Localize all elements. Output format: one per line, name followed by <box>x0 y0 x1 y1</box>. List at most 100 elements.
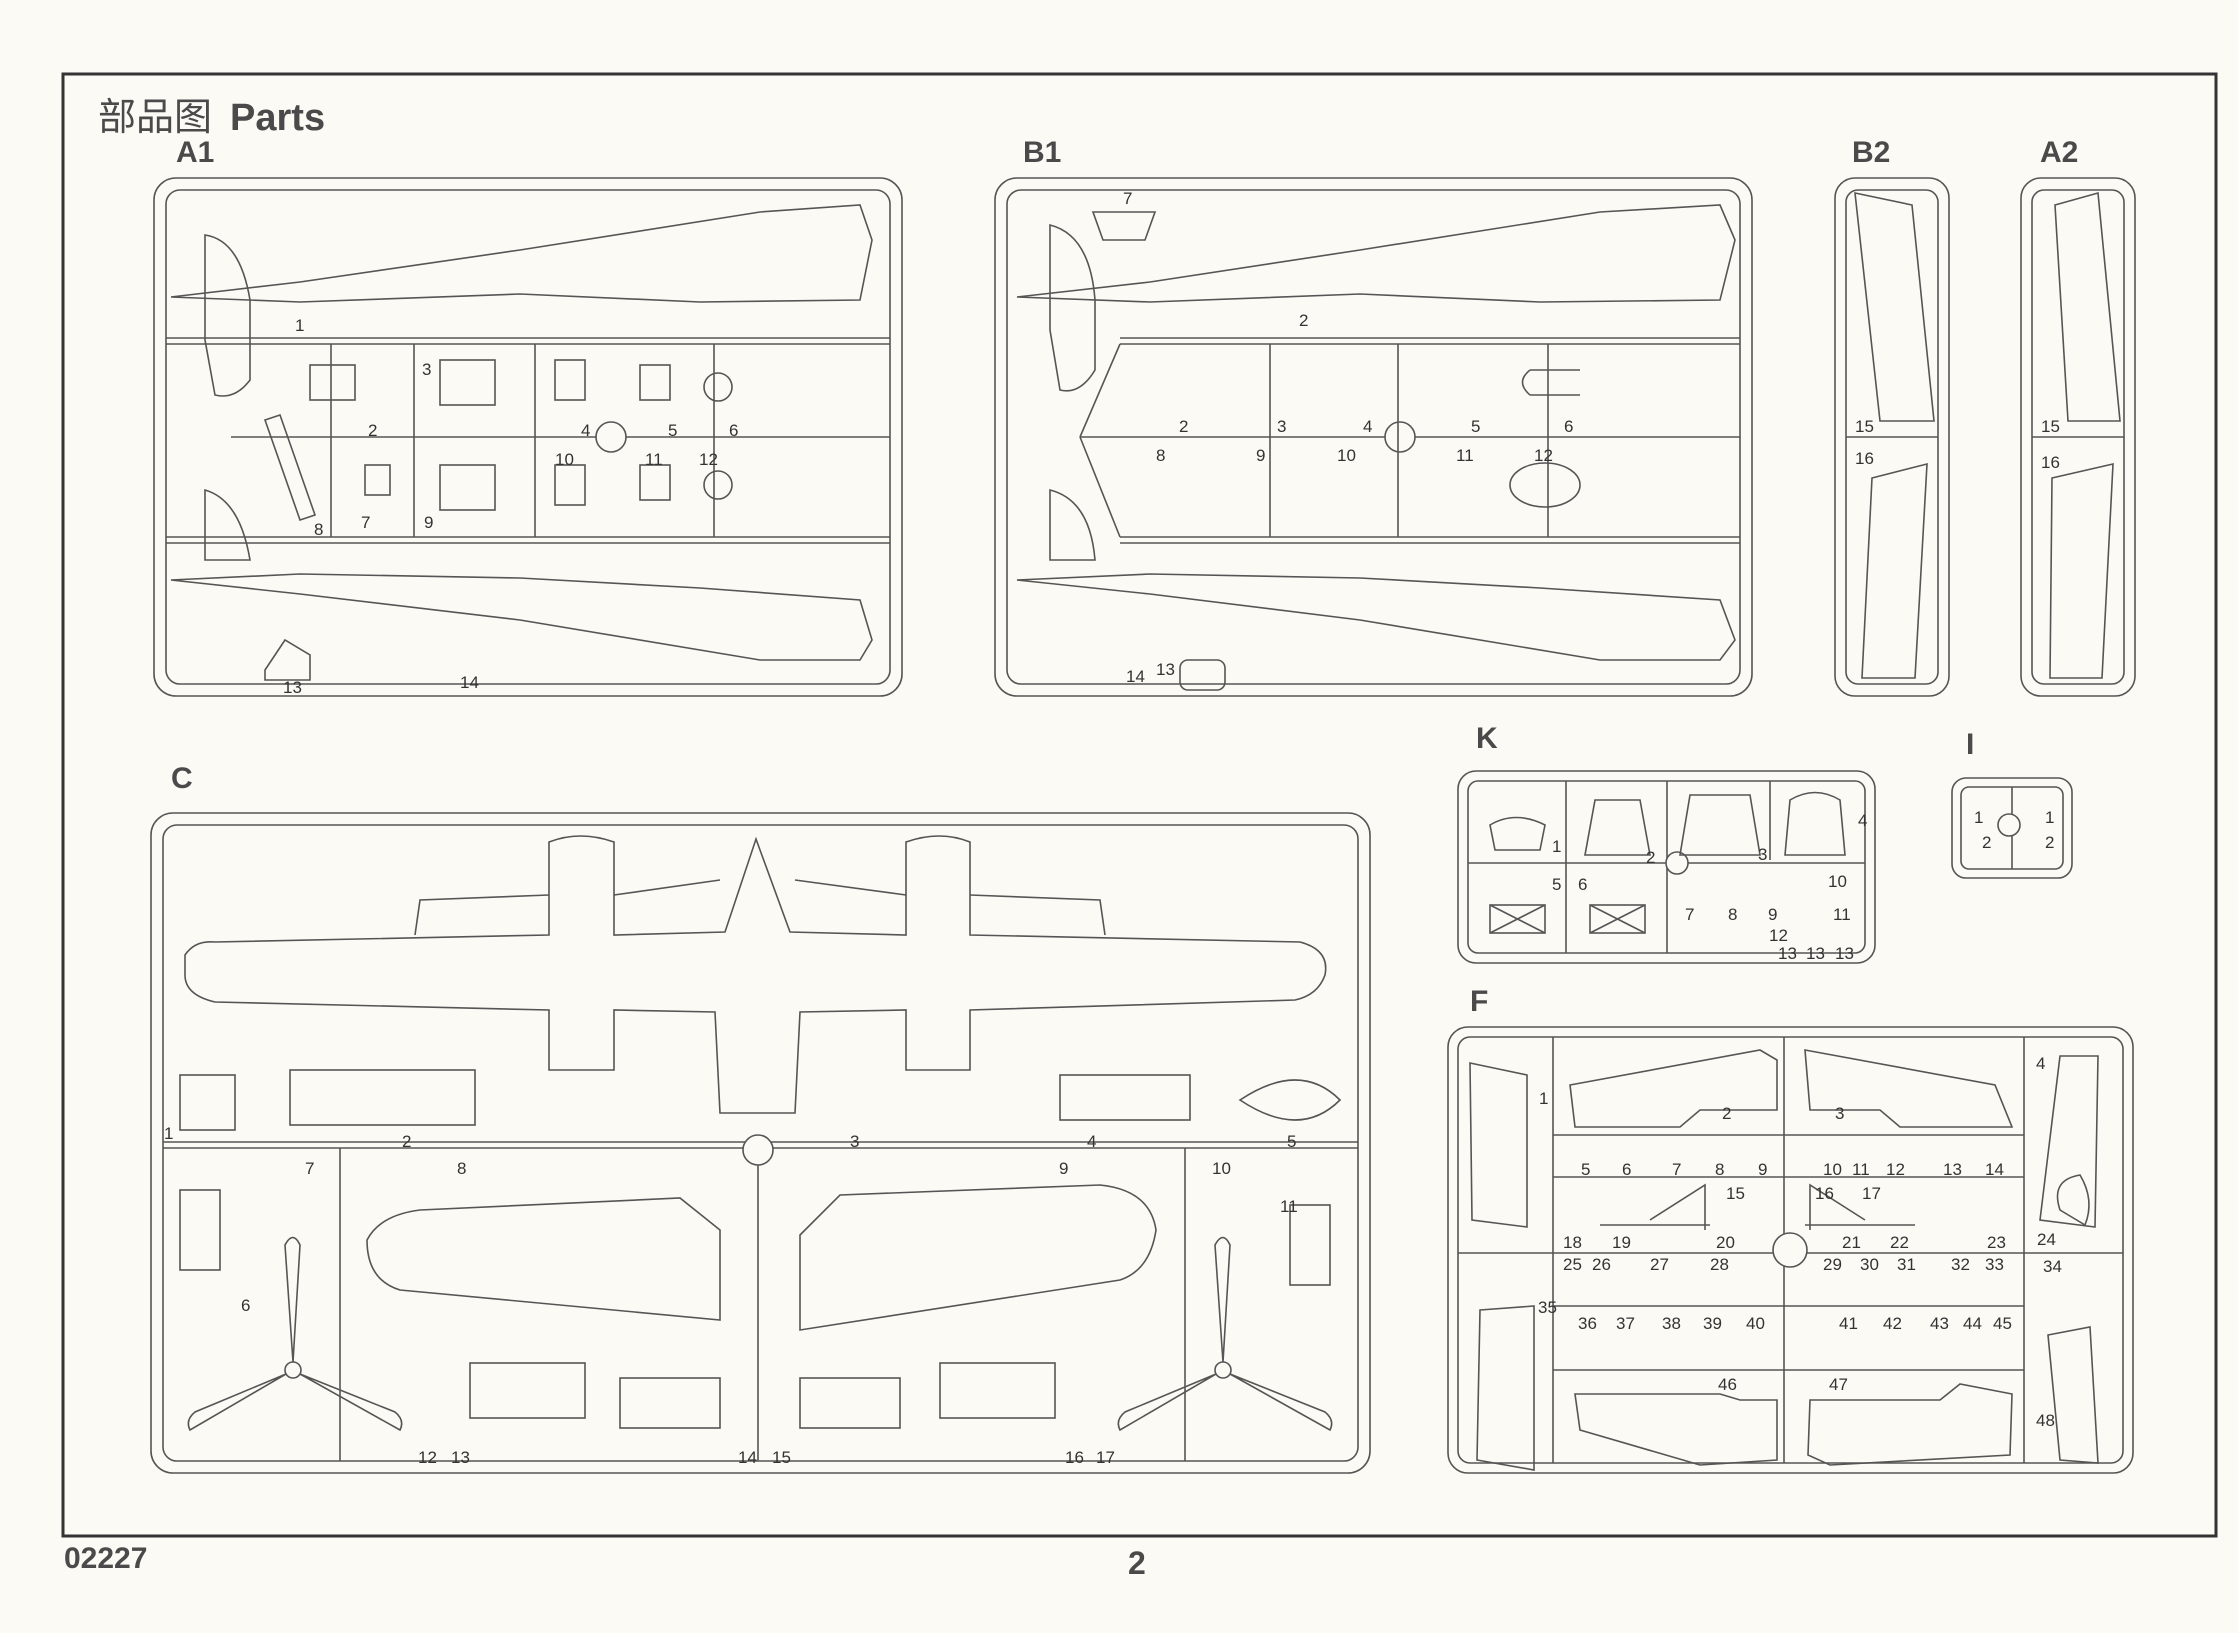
part-number-k: 3 <box>1758 845 1768 864</box>
part-number-f: 16 <box>1815 1184 1834 1203</box>
part-number-c: 16 <box>1065 1448 1084 1467</box>
part-number-a1: 3 <box>422 360 432 379</box>
part-number-a1: 13 <box>283 678 302 697</box>
part-number-c: 12 <box>418 1448 437 1467</box>
part-number-b1: 4 <box>1363 417 1373 436</box>
part-number-b1: 7 <box>1123 189 1133 208</box>
part-number-f: 8 <box>1715 1160 1725 1179</box>
part-number-k: 5 <box>1552 875 1562 894</box>
part-number-f: 30 <box>1860 1255 1879 1274</box>
part-number-k: 1 <box>1552 837 1562 856</box>
part-number-k: 12 <box>1769 926 1788 945</box>
sprue-label-f: F <box>1470 985 1489 1018</box>
sprue-label-a2: A2 <box>2040 136 2079 169</box>
part-number-b1: 2 <box>1179 417 1189 436</box>
part-number-a1: 14 <box>460 673 479 692</box>
propeller-right <box>1117 1236 1333 1432</box>
part-number-b2: 15 <box>1855 417 1874 436</box>
sprue-k-frame <box>1457 770 1876 964</box>
part-number-f: 2 <box>1722 1104 1732 1123</box>
sprue-b2-frame <box>1834 177 1950 697</box>
part-number-b1: 13 <box>1156 660 1175 679</box>
part-number-a1: 4 <box>581 421 591 440</box>
part-number-f: 44 <box>1963 1314 1982 1333</box>
part-number-f: 27 <box>1650 1255 1669 1274</box>
part-number-c: 3 <box>850 1132 860 1151</box>
part-number-f: 25 <box>1563 1255 1582 1274</box>
part-number-k: 7 <box>1685 905 1695 924</box>
sprue-a1-frame <box>153 177 903 697</box>
part-number-a1: 10 <box>555 450 574 469</box>
part-number-f: 10 <box>1823 1160 1842 1179</box>
part-number-k: 10 <box>1828 872 1847 891</box>
part-number-i: 1 <box>1974 808 1984 827</box>
part-number-f: 17 <box>1862 1184 1881 1203</box>
part-number-f: 1 <box>1539 1089 1549 1108</box>
part-number-a1: 1 <box>295 316 305 335</box>
part-number-f: 47 <box>1829 1375 1848 1394</box>
part-number-b1: 9 <box>1256 446 1266 465</box>
part-number-a1: 12 <box>699 450 718 469</box>
sprue-c-frame <box>150 812 1371 1474</box>
part-number-f: 21 <box>1842 1233 1861 1252</box>
part-number-f: 9 <box>1758 1160 1768 1179</box>
sprue-label-c: C <box>171 762 193 795</box>
part-number-k: 2 <box>1646 848 1656 867</box>
sprue-a2-frame <box>2020 177 2136 697</box>
part-number-f: 46 <box>1718 1375 1737 1394</box>
part-number-f: 31 <box>1897 1255 1916 1274</box>
part-number-i: 2 <box>1982 833 1992 852</box>
part-number-c: 17 <box>1096 1448 1115 1467</box>
part-number-k: 4 <box>1858 811 1868 830</box>
part-number-i: 1 <box>2045 808 2055 827</box>
part-number-a1: 2 <box>368 421 378 440</box>
part-number-b1: 11 <box>1456 446 1474 465</box>
part-number-f: 37 <box>1616 1314 1635 1333</box>
part-number-f: 3 <box>1835 1104 1845 1123</box>
sprue-label-k: K <box>1476 722 1498 755</box>
part-number-b2: 16 <box>1855 449 1874 468</box>
part-number-f: 19 <box>1612 1233 1631 1252</box>
part-number-b1: 2 <box>1299 311 1309 330</box>
part-number-a1: 8 <box>314 520 324 539</box>
part-number-f: 24 <box>2037 1230 2056 1249</box>
part-number-f: 23 <box>1987 1233 2006 1252</box>
part-number-b1: 5 <box>1471 417 1481 436</box>
part-number-c: 1 <box>164 1124 174 1143</box>
part-number-f: 45 <box>1993 1314 2012 1333</box>
part-number-f: 43 <box>1930 1314 1949 1333</box>
part-number-b1: 14 <box>1126 667 1145 686</box>
part-number-f: 36 <box>1578 1314 1597 1333</box>
part-number-f: 34 <box>2043 1257 2062 1276</box>
part-number-f: 15 <box>1726 1184 1745 1203</box>
part-number-f: 29 <box>1823 1255 1842 1274</box>
page-border <box>61 72 2218 1538</box>
part-number-k: 6 <box>1578 875 1588 894</box>
part-number-b1: 3 <box>1277 417 1287 436</box>
part-number-c: 14 <box>738 1448 757 1467</box>
part-number-k: 13 <box>1806 944 1825 963</box>
part-number-c: 5 <box>1287 1132 1297 1151</box>
part-number-c: 11 <box>1280 1197 1298 1216</box>
part-number-c: 10 <box>1212 1159 1231 1178</box>
part-number-f: 38 <box>1662 1314 1681 1333</box>
part-number-f: 40 <box>1746 1314 1765 1333</box>
part-number-f: 4 <box>2036 1054 2046 1073</box>
page-number: 2 <box>1128 1545 1146 1581</box>
part-number-a1: 5 <box>668 421 678 440</box>
part-number-k: 8 <box>1728 905 1738 924</box>
part-number-b1: 6 <box>1564 417 1574 436</box>
part-number-f: 13 <box>1943 1160 1962 1179</box>
part-number-f: 28 <box>1710 1255 1729 1274</box>
part-number-f: 6 <box>1622 1160 1632 1179</box>
part-number-a1: 9 <box>424 513 434 532</box>
part-number-f: 12 <box>1886 1160 1905 1179</box>
part-number-k: 11 <box>1833 905 1851 924</box>
part-number-f: 14 <box>1985 1160 2004 1179</box>
part-number-i: 2 <box>2045 833 2055 852</box>
part-number-a1: 7 <box>361 513 371 532</box>
part-number-b1: 12 <box>1534 446 1553 465</box>
part-number-c: 4 <box>1087 1132 1097 1151</box>
